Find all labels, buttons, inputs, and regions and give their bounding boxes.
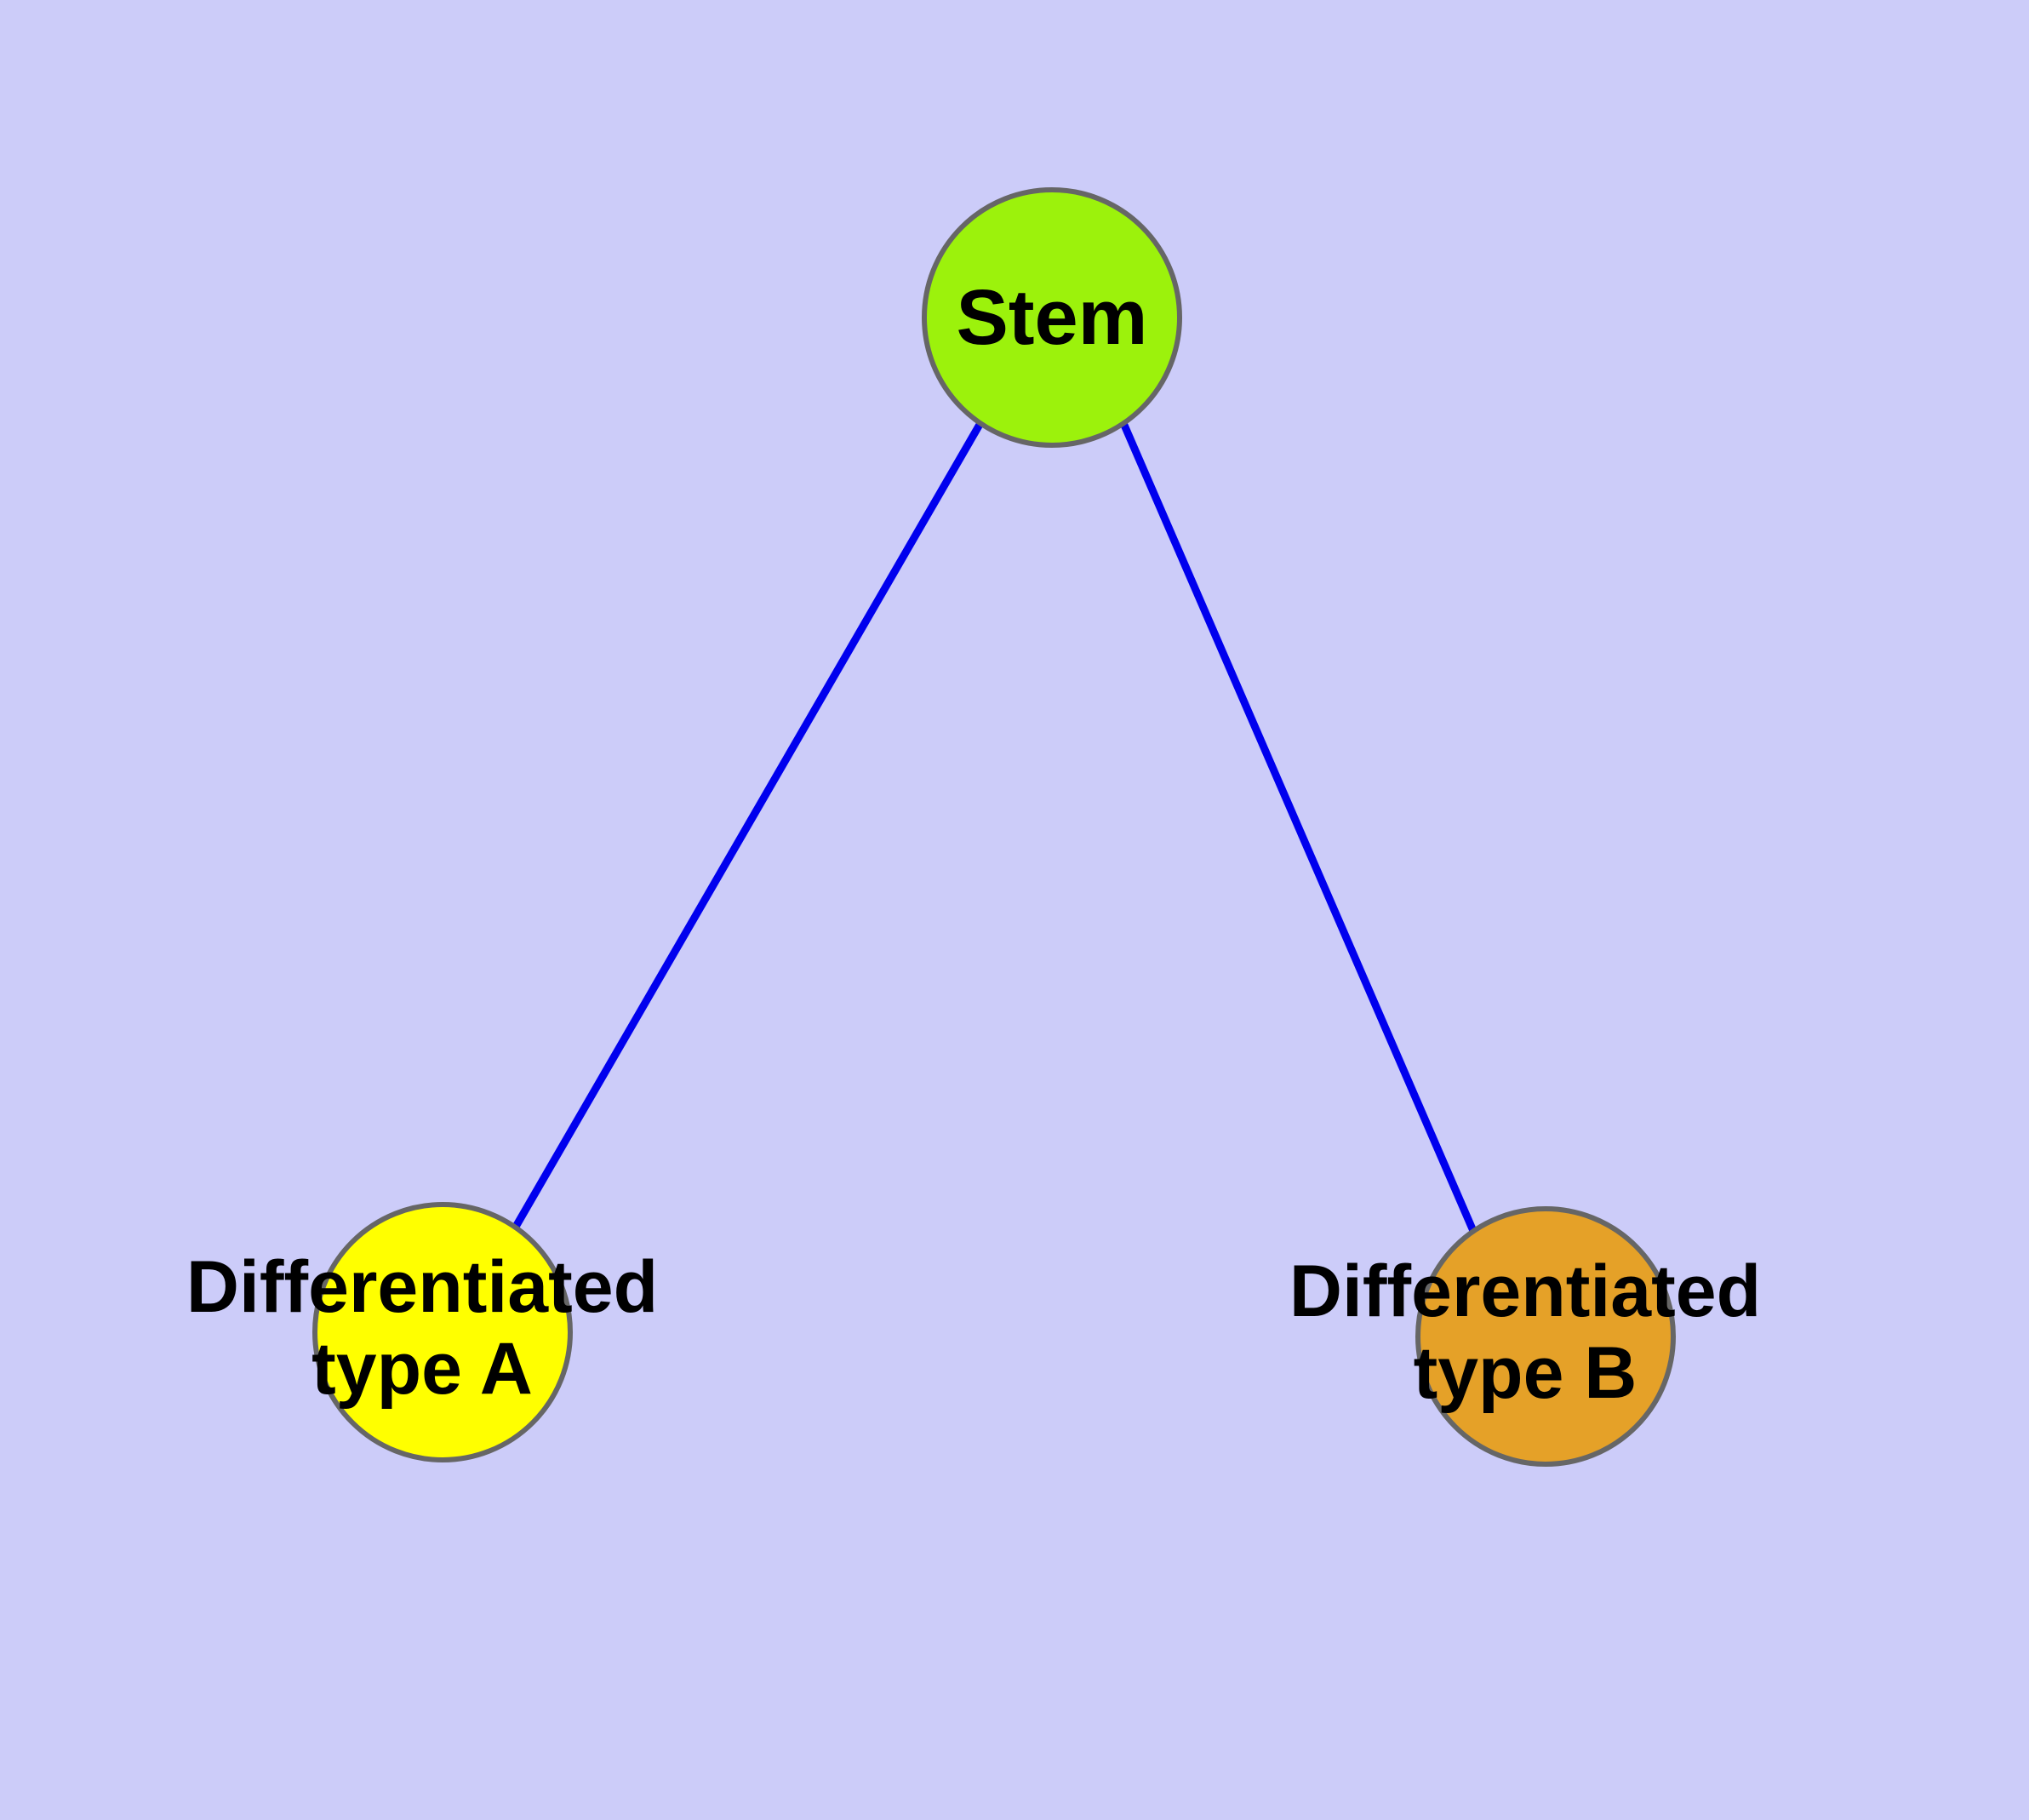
node-label-line: type B bbox=[1414, 1332, 1637, 1414]
node-diff-a[interactable] bbox=[312, 1202, 573, 1462]
edges-layer bbox=[512, 421, 1477, 1233]
node-diff-b[interactable] bbox=[1415, 1206, 1676, 1467]
node-label-line: Differentiated bbox=[1289, 1251, 1761, 1332]
node-label-line: Stem bbox=[957, 274, 1148, 361]
edge-stem-to-diff-b[interactable] bbox=[1119, 421, 1477, 1233]
edge-stem-to-diff-a[interactable] bbox=[512, 421, 984, 1229]
node-label-stem: Stem bbox=[957, 274, 1148, 361]
node-label-line: type A bbox=[311, 1328, 533, 1410]
node-stem[interactable] bbox=[922, 187, 1182, 448]
node-label-line: Differentiated bbox=[186, 1246, 658, 1328]
